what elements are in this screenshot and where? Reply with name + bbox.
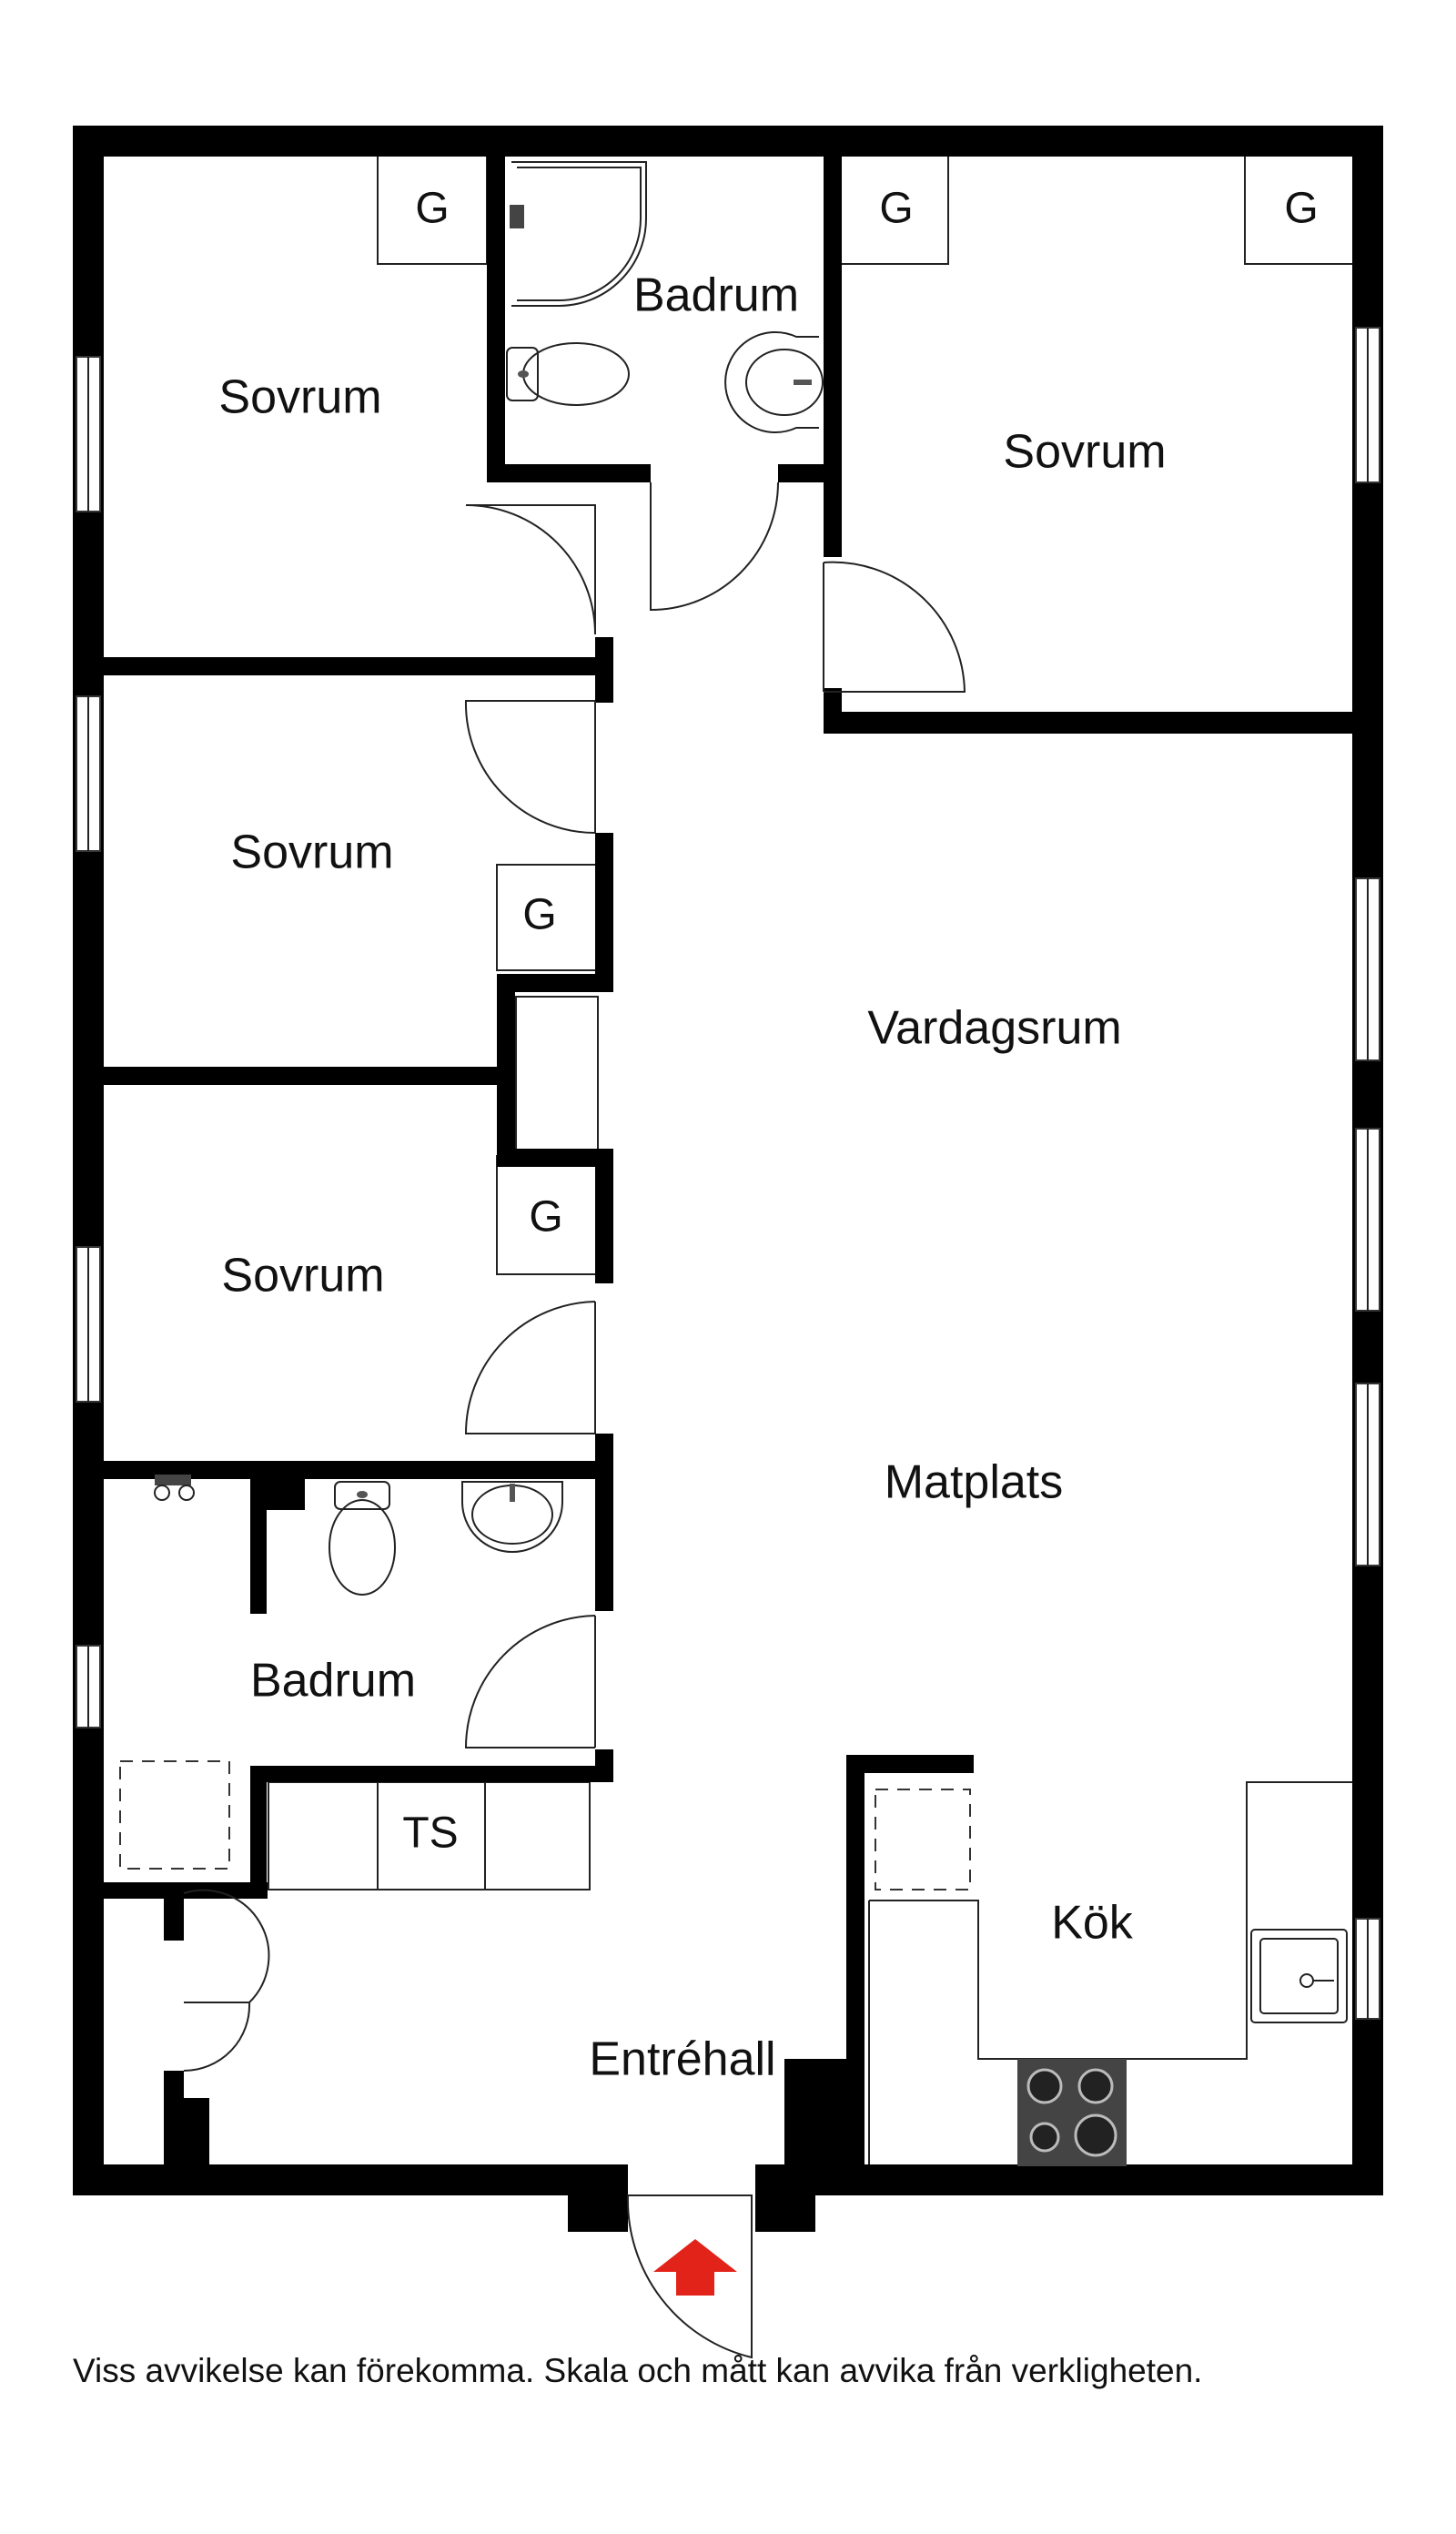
windows <box>76 327 1380 2020</box>
sink-icon <box>1250 1929 1348 2023</box>
room-label-sovrum-4: Sovrum <box>221 1250 384 1302</box>
room-label-badrum-bottom: Badrum <box>250 1655 416 1708</box>
wardrobe-label: G <box>1284 185 1318 233</box>
entrance-arrow-icon <box>653 2239 737 2296</box>
room-label-sovrum-2: Sovrum <box>1003 426 1166 479</box>
laundry-label: TS <box>402 1809 458 1858</box>
wardrobe-label: G <box>522 891 556 939</box>
room-label-entrehall: Entréhall <box>589 2033 775 2086</box>
sink-icon <box>461 1481 563 1553</box>
walls <box>73 126 1383 2232</box>
room-label-vardagsrum: Vardagsrum <box>867 1002 1121 1055</box>
room-label-kok: Kök <box>1051 1897 1134 1950</box>
stove-icon <box>1017 2059 1127 2166</box>
toilet-icon <box>506 342 630 406</box>
labels: Sovrum Badrum Sovrum Sovrum Sovrum Varda… <box>218 185 1318 2086</box>
wardrobe-label: G <box>879 185 913 233</box>
disclaimer-text: Viss avvikelse kan förekomma. Skala och … <box>73 2352 1203 2389</box>
room-label-badrum-top: Badrum <box>633 269 799 322</box>
room-label-matplats: Matplats <box>885 1456 1064 1509</box>
toilet-icon <box>329 1481 396 1596</box>
shower-icon <box>510 161 647 307</box>
faucet-icon <box>154 1475 195 1501</box>
room-label-sovrum-1: Sovrum <box>218 371 381 424</box>
fixture-outlines <box>268 154 1355 2169</box>
wardrobe-label: G <box>415 185 449 233</box>
room-label-sovrum-3: Sovrum <box>230 826 393 879</box>
sink-icon <box>724 331 824 433</box>
doors <box>183 481 966 2359</box>
wardrobe-label: G <box>529 1193 562 1242</box>
fixtures <box>119 161 1348 2296</box>
